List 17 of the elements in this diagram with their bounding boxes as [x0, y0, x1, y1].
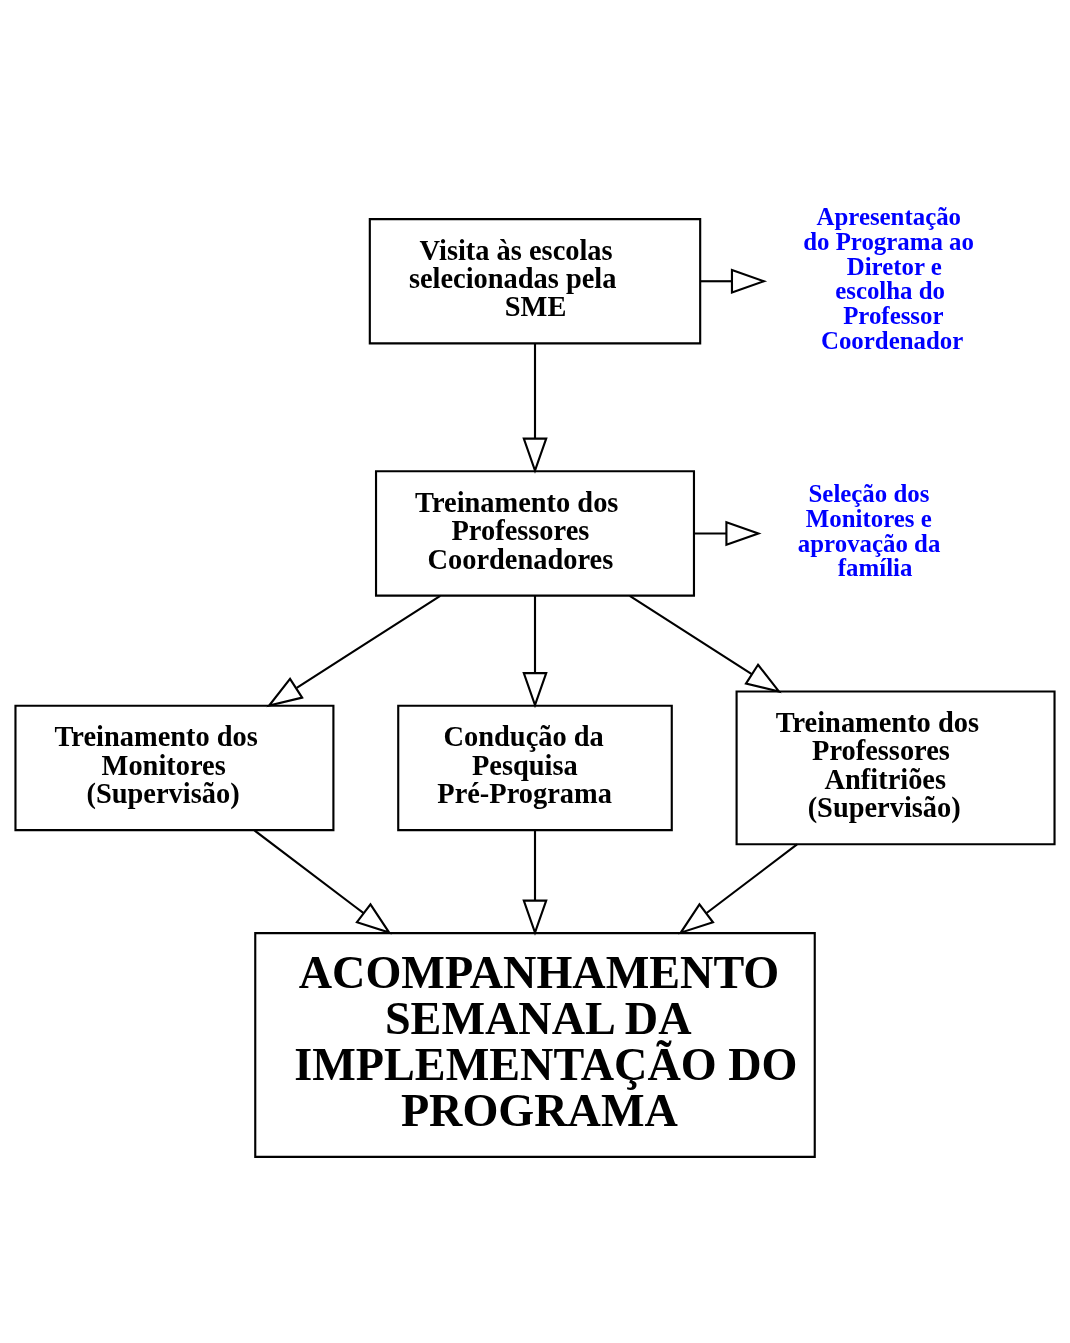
node-box: Treinamento dos Professores Coordenadores	[374, 469, 696, 597]
arrow	[522, 829, 548, 936]
arrow	[253, 829, 392, 935]
arrow	[522, 595, 548, 708]
node-box: ACOMPANHAMENTO SEMANAL DA IMPLEMENTAÇÃO DO PROGRAMA	[254, 931, 816, 1158]
node-box: Visita às escolas selecionadas pela SME	[368, 217, 702, 344]
node-text: Seleção dos Monitores e aprovação da família	[797, 479, 941, 581]
arrow	[266, 594, 441, 707]
arrow	[629, 594, 782, 693]
arrow	[693, 520, 762, 546]
node-box: Treinamento dos Professores Anfitriões (Supervisão)	[735, 689, 1056, 845]
arrow	[522, 343, 548, 474]
node-box: Treinamento dos Monitores (Supervisão)	[14, 704, 335, 831]
arrow	[678, 843, 798, 935]
node-text: Apresentação do Programa ao Diretor e escolha do Professor Coordenador	[803, 202, 974, 354]
arrow	[700, 268, 768, 294]
node-box: Condução da Pesquisa Pré-Programa	[397, 704, 673, 831]
